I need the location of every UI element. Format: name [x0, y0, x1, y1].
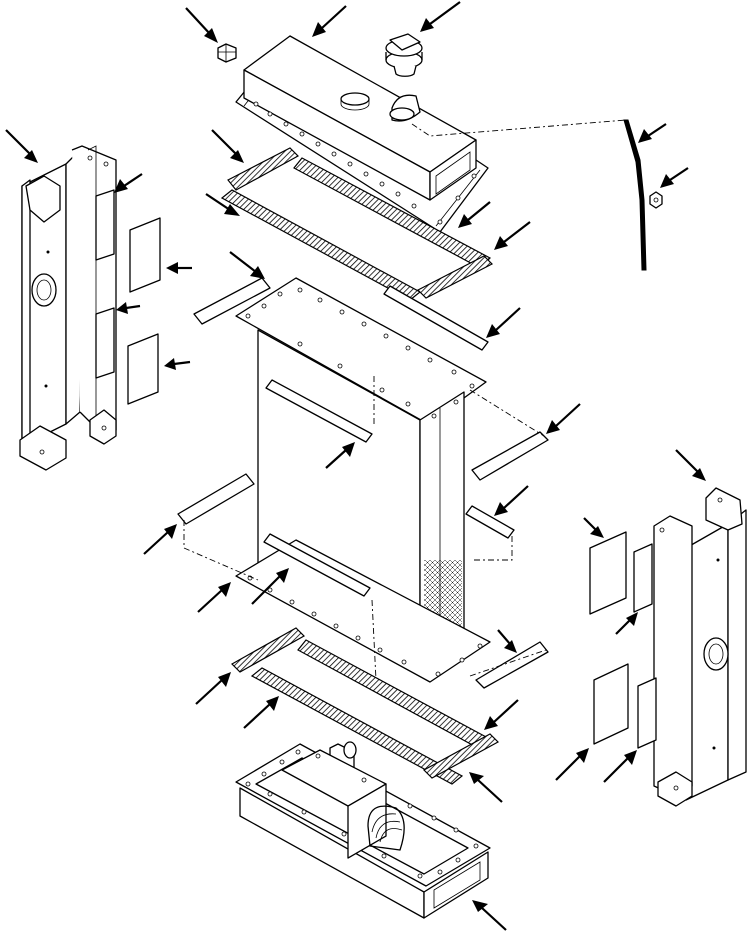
- upper-gaskets: [220, 147, 494, 301]
- bottom-tank-holes: [245, 749, 479, 879]
- callout-arrow: [675, 449, 706, 481]
- core-strips-top: [193, 277, 489, 351]
- left-insulation-pads: [95, 189, 161, 405]
- left-side-bracket: [19, 145, 117, 471]
- callout-arrow: [312, 5, 347, 37]
- callout-arrow: [497, 629, 517, 653]
- bottom-tank: [235, 741, 491, 919]
- lower-gaskets: [231, 627, 499, 785]
- callout-arrow: [195, 672, 231, 705]
- callout-arrow: [143, 524, 177, 555]
- callout-arrow: [615, 612, 638, 635]
- callout-arrow: [603, 750, 637, 783]
- top-tank-holes: [253, 101, 477, 225]
- callout-arrow: [164, 358, 191, 370]
- callout-arrow: [660, 167, 689, 188]
- drain-plug: [217, 43, 237, 63]
- callout-arrow: [472, 900, 507, 931]
- callout-arrow: [116, 302, 141, 314]
- right-side-bracket: [653, 487, 747, 807]
- callout-arrow: [211, 129, 244, 163]
- callout-arrow: [325, 442, 355, 469]
- callout-arrow: [185, 7, 218, 43]
- callout-arrow: [494, 221, 531, 250]
- callout-arrow: [494, 485, 529, 516]
- top-tank: [235, 35, 489, 233]
- callout-arrow: [166, 262, 192, 274]
- callout-arrow: [205, 193, 240, 216]
- callout-arrow: [555, 748, 589, 781]
- radiator-core: [235, 277, 491, 683]
- tube-nut: [649, 191, 663, 209]
- callout-arrows: [5, 1, 706, 931]
- callout-arrow: [484, 699, 519, 730]
- callout-arrow: [229, 251, 265, 279]
- core-strips-inner: [263, 379, 373, 597]
- callout-arrow: [638, 123, 667, 143]
- core-strips-side: [177, 389, 549, 689]
- callout-arrow: [243, 696, 279, 729]
- right-insulation-pads: [589, 531, 657, 749]
- callout-arrow: [458, 201, 491, 228]
- core-bottom-holes: [247, 575, 483, 677]
- callout-arrow: [114, 173, 143, 193]
- radiator-cap: [385, 33, 423, 77]
- callout-arrow: [251, 568, 289, 605]
- callout-arrow: [583, 517, 604, 538]
- callout-arrow: [469, 772, 503, 803]
- overflow-tube: [411, 119, 647, 271]
- callout-arrow: [420, 1, 461, 32]
- callout-arrow: [486, 307, 521, 338]
- core-flange-holes: [245, 287, 475, 419]
- callout-arrow: [197, 582, 231, 613]
- callout-arrow: [546, 403, 581, 434]
- callout-arrow: [5, 129, 38, 163]
